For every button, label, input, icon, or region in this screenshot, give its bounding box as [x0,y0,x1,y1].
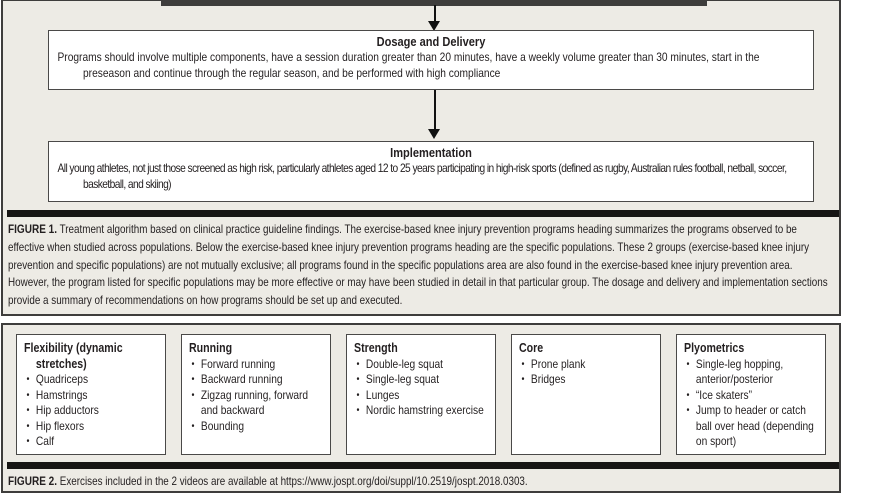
exercise-item-text: “Ice skaters” [695,387,753,402]
exercise-category-box: Strength • Double-leg squat • Single-leg squ… [346,334,496,455]
figure1-separator-bar [7,210,839,217]
exercise-item-text: Quadriceps [35,372,89,386]
down-arrow-icon [428,129,440,139]
implementation-body: All young athletes, not just those scree… [57,161,788,191]
exercise-boxes-row: Flexibility (dynamic stretches) • Quadrice… [16,334,826,455]
bullet-icon: • [191,358,195,370]
exercise-item-text: Backward running [200,372,283,386]
exercise-item-text: Hip flexors [35,418,85,433]
bullet-icon: • [356,374,360,385]
exercise-item: • “Ice skaters” [684,388,820,404]
exercise-item: • Bridges [519,372,655,388]
exercise-item-text: Calf [35,434,55,448]
exercise-category-title: Strength [354,341,398,355]
exercise-item-text: Forward running [200,356,276,371]
exercise-category-title: Plyometrics [684,341,745,355]
bullet-icon: • [521,374,525,385]
figure1-caption-label: FIGURE 1. [8,222,58,236]
bullet-icon: • [26,420,30,432]
exercise-item: • Jump to header or catch ball over head … [684,403,820,450]
exercise-item-text: Double-leg squat [365,356,444,371]
bullet-icon: • [686,358,690,370]
cutoff-flowchart-box-edge [161,1,707,6]
exercise-item: • Double-leg squat [354,357,490,373]
exercise-item: • Forward running [189,357,325,373]
figure2-caption-suffix: . [524,475,528,488]
exercise-item: • Hip adductors [24,403,160,419]
exercise-item: • Quadriceps [24,372,160,388]
flow-line-1 [434,5,436,23]
bullet-icon: • [686,405,690,416]
exercise-category-box: Flexibility (dynamic stretches) • Quadrice… [16,334,166,455]
exercise-item: • Prone plank [519,357,655,373]
exercise-item-text: Jump to header or catch ball over head (… [695,403,814,448]
exercise-item: • Hip flexors [24,419,160,435]
flow-line-2 [434,90,436,130]
exercise-item: • Nordic hamstring exercise [354,403,490,419]
exercise-item: • Calf [24,434,160,450]
dosage-delivery-title: Dosage and Delivery [376,34,486,49]
exercise-item-text: Single-leg squat [365,372,440,386]
implementation-box: Implementation All young athletes, not j… [48,141,814,202]
exercise-item-text: Hip adductors [35,403,99,417]
exercise-item: • Bounding [189,419,325,435]
bullet-icon: • [356,405,360,416]
exercise-item-text: Lunges [365,387,400,402]
figure1-panel: Dosage and Delivery Programs should invo… [1,0,841,316]
bullet-icon: • [191,374,195,385]
exercise-item-text: Zigzag running, forward and backward [200,387,309,418]
implementation-title: Implementation [390,145,472,160]
exercise-category-box: Running • Forward running • Backward running… [181,334,331,455]
bullet-icon: • [686,389,690,401]
exercise-item-text: Bridges [530,372,566,386]
exercise-category-box: Plyometrics • Single-leg hopping, anterior… [676,334,826,455]
figure2-caption-text: Exercises included in the 2 videos are a… [59,475,278,488]
exercise-category-title: Flexibility (dynamic stretches) [24,341,123,371]
supplement-url[interactable]: https://www.jospt.org/doi/suppl/10.2519/… [280,475,525,488]
exercise-item: • Single-leg squat [354,372,490,388]
figure2-separator-bar [7,462,839,469]
exercise-item-text: Prone plank [530,356,586,371]
bullet-icon: • [26,436,30,447]
exercise-category-title: Core [519,341,544,355]
exercise-item: • Single-leg hopping, anterior/posterior [684,357,820,388]
bullet-icon: • [356,358,360,370]
bullet-icon: • [191,420,195,432]
exercise-category-box: Core • Prone plank • Bridges [511,334,661,455]
exercise-item: • Zigzag running, forward and backward [189,388,325,419]
exercise-item: • Backward running [189,372,325,388]
bullet-icon: • [26,374,30,385]
bullet-icon: • [191,389,195,401]
bullet-icon: • [521,358,525,370]
exercise-item-text: Bounding [200,418,245,433]
dosage-delivery-body: Programs should involve multiple compone… [57,50,760,80]
bullet-icon: • [356,389,360,401]
figure1-caption-text: Treatment algorithm based on clinical pr… [8,223,828,308]
exercise-item-text: Nordic hamstring exercise [365,403,484,417]
figure2-caption: FIGURE 2. Exercises included in the 2 vi… [8,473,828,491]
figure1-caption: FIGURE 1. Treatment algorithm based on c… [8,221,828,310]
figure2-caption-label: FIGURE 2. [8,474,58,488]
exercise-item: • Hamstrings [24,388,160,404]
bullet-icon: • [26,405,30,416]
dosage-delivery-box: Dosage and Delivery Programs should invo… [48,30,814,90]
bullet-icon: • [26,389,30,401]
figure2-panel: Flexibility (dynamic stretches) • Quadrice… [1,323,841,493]
exercise-item-text: Hamstrings [35,387,88,402]
down-arrow-icon [428,21,440,31]
exercise-category-title: Running [189,341,233,355]
exercise-item-text: Single-leg hopping, anterior/posterior [695,356,784,387]
exercise-item: • Lunges [354,388,490,404]
